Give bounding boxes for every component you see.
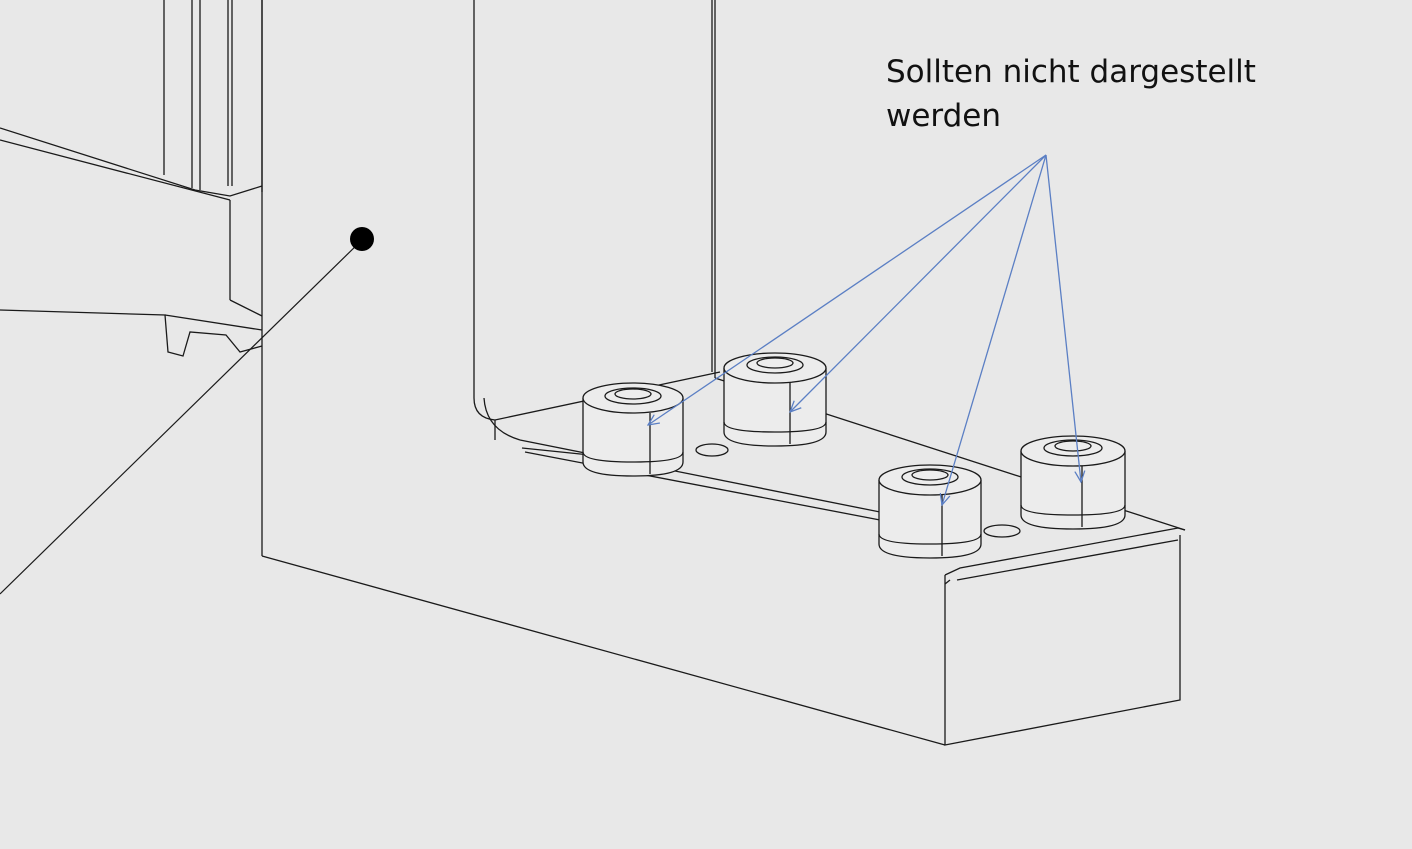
annotation-line-1: Sollten nicht dargestellt [886, 54, 1256, 90]
annotation-callout: Sollten nicht dargestellt werden [886, 50, 1326, 138]
annotation-arrows [648, 154, 1081, 505]
arrow-to-screw-2 [790, 154, 1047, 412]
screw-4 [1020, 435, 1126, 530]
screw-1 [582, 382, 684, 477]
arrow-to-screw-3 [942, 154, 1047, 505]
arrow-to-screw-1 [648, 154, 1047, 425]
screw-2 [723, 352, 827, 447]
pointer-leader-line [0, 239, 363, 595]
annotation-line-2: werden [886, 98, 1002, 134]
screw-3 [878, 464, 982, 559]
arrow-to-screw-4 [1045, 154, 1081, 482]
filled-circle-icon [350, 227, 374, 251]
